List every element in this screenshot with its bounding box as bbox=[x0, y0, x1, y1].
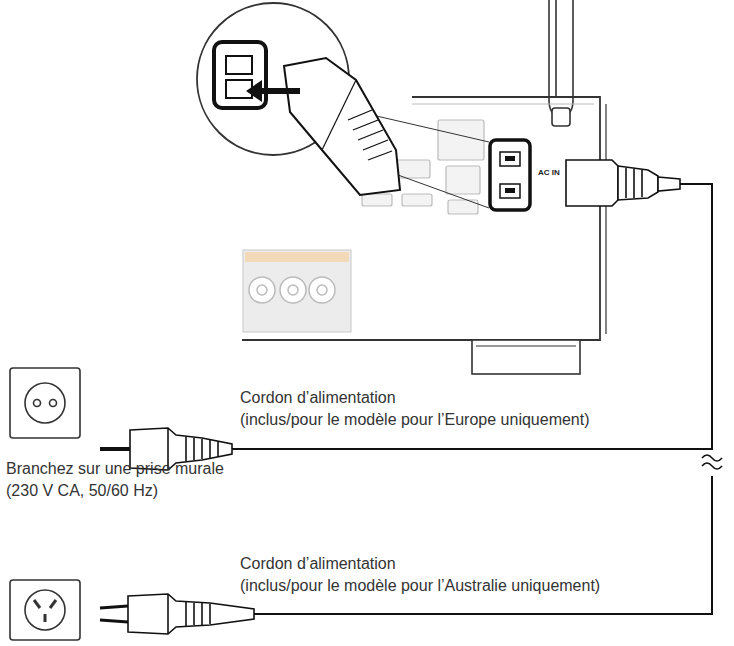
iec-plug bbox=[566, 160, 680, 206]
power-cord bbox=[232, 184, 712, 614]
break-mark bbox=[702, 455, 722, 469]
europe-outlet bbox=[10, 368, 80, 438]
antenna bbox=[549, 0, 573, 126]
cord-caption: Cordon d’alimentation (inclus/pour le mo… bbox=[240, 387, 590, 431]
australia-plug bbox=[100, 594, 254, 634]
outlet-note: Branchez sur une prise murale (230 V CA,… bbox=[6, 458, 224, 502]
port-label: AC IN bbox=[538, 168, 560, 177]
magnifier bbox=[197, 3, 489, 208]
australia-outlet bbox=[10, 580, 80, 640]
cord-caption: Cordon d’alimentation (inclus/pour le mo… bbox=[240, 553, 600, 597]
